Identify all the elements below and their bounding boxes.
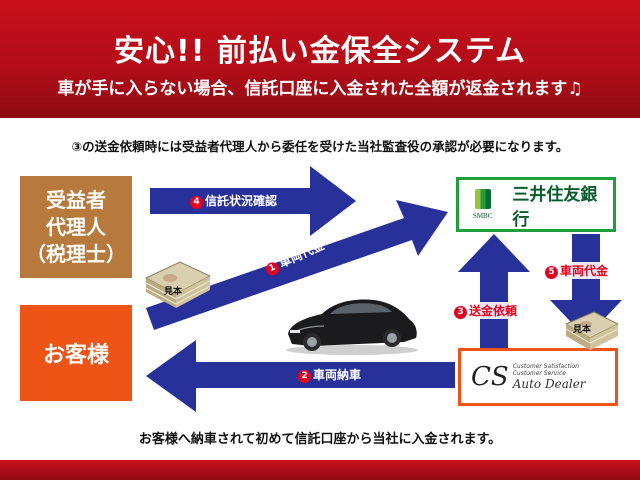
car-icon [286, 299, 418, 355]
smbc-logo: SMBC [459, 180, 506, 229]
header-banner: 安心!! 前払い金保全システム 車が手に入らない場合、信託口座に入金された全額が… [0, 0, 640, 118]
customer-label: お客様 [42, 343, 109, 368]
footer-bar [0, 460, 640, 480]
dealer-tagline-2: Customer Service [512, 370, 566, 377]
arrow-vehicle-payment-dealer [550, 234, 622, 338]
dealer-name: Auto Dealer [512, 377, 586, 391]
step-4-text: 信託状況確認 [205, 194, 278, 208]
arrow-trust-check [150, 166, 356, 236]
smbc-logo-text: SMBC [472, 212, 493, 220]
arrow-remittance-request [458, 234, 530, 348]
page-title: 安心!! 前払い金保全システム [114, 34, 526, 69]
page-subtitle: 車が手に入らない場合、信託口座に入金された全額が返金されます♫ [57, 79, 583, 99]
trustee-line-1: 受益者 [46, 187, 106, 212]
bank-name: 三井住友銀行 [512, 184, 598, 230]
sample-label-1: 見本 [164, 287, 183, 297]
bank-box: SMBC 三井住友銀行 [456, 177, 616, 232]
dealer-logo-cs: CS [471, 362, 509, 392]
smbc-logo-icon [474, 189, 491, 209]
step-3-number: 3 [454, 306, 467, 319]
sample-label-2: 見本 [573, 325, 592, 335]
step-5-number: 5 [545, 266, 558, 279]
customer-box: お客様 [20, 305, 132, 401]
step-4-number: 4 [190, 196, 203, 209]
step-2-number: 2 [298, 370, 311, 383]
banknote-stack-icon [564, 311, 620, 350]
step-5-text: 車両代金 [560, 264, 609, 278]
approval-note: ③の送金依頼時には受益者代理人から委任を受けた当社監査役の承認が必要になります。 [71, 139, 569, 154]
trustee-line-2: 代理人 [46, 214, 106, 239]
dealer-box: CS Customer Satisfaction Customer Servic… [458, 348, 618, 406]
delivery-note: お客様へ納車されて初めて信託口座から当社に入金されます。 [138, 432, 502, 447]
arrow-vehicle-payment [146, 200, 448, 330]
trustee-agent-box: 受益者 代理人 （税理士） [20, 176, 132, 278]
banknote-stack-icon [144, 261, 212, 308]
trustee-line-3: （税理士） [26, 241, 126, 266]
step-3-text: 送金依頼 [469, 304, 518, 318]
step-2-text: 車両納車 [313, 368, 362, 382]
dealer-tagline-1: Customer Satisfaction [512, 363, 579, 370]
